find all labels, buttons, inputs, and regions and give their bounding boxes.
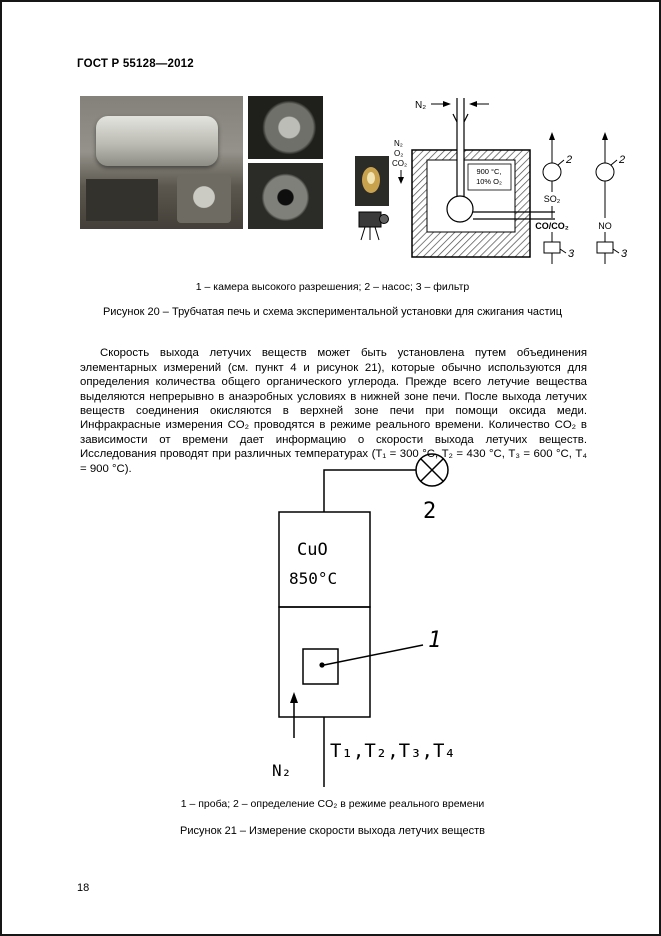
arrow-right-icon: [443, 101, 451, 107]
pump2-label: 2: [618, 154, 625, 166]
sample-holder-box: [302, 648, 339, 685]
outlet-tube: [473, 211, 555, 220]
arrow-left-icon: [469, 101, 477, 107]
furnace-cylinder-shape: [96, 116, 218, 166]
sampling-line-no: [595, 136, 620, 264]
figure20-schematic: N₂ N₂ O₂ CO₂ 900 °C, 10% O₂: [355, 98, 628, 264]
arrow-down-icon: [398, 177, 404, 184]
arrow-up-icon: [549, 132, 555, 140]
photo-detail-top: [248, 96, 323, 159]
detector-number-label: 2: [423, 499, 436, 524]
arrow-up-icon: [290, 692, 298, 703]
furnace-temp-line2: 10% O₂: [476, 177, 502, 186]
cuo-temp-label: 850°C: [289, 569, 337, 588]
pointer-dot: [319, 662, 325, 668]
photo-tube-furnace: [80, 96, 243, 229]
document-header: ГОСТ Р 55128—2012: [77, 58, 194, 70]
gas-label-co2: CO₂: [392, 159, 407, 168]
no-label: NO: [598, 221, 612, 231]
n2-inlet-label: N₂: [415, 100, 426, 111]
camera-icon: [358, 211, 389, 241]
gas-label-n2: N₂: [394, 139, 403, 148]
body-paragraph: Скорость выхода летучих веществ может бы…: [80, 347, 587, 475]
figure21-title: Рисунок 21 – Измерение скорости выхода л…: [180, 825, 485, 837]
figure21-schematic: 2 CuO 850°C 1 N₂ T₁,T₂,T₃,T₄: [272, 453, 456, 787]
so2-label: SO₂: [544, 194, 561, 204]
figure21-lines: [278, 453, 449, 787]
figure20-title: Рисунок 20 – Трубчатая печь и схема эксп…: [102, 306, 563, 318]
n2-label: N₂: [272, 761, 291, 780]
pump1-label: 2: [565, 154, 572, 166]
photo-detail-bottom: [248, 163, 323, 229]
filter1-label: 3: [568, 248, 575, 260]
co-co2-label: CO/CO₂: [535, 221, 569, 231]
inlet-tube: [452, 98, 469, 197]
flame-core: [367, 172, 375, 184]
filter2-label: 3: [621, 248, 628, 260]
page-number: 18: [77, 882, 90, 894]
cuo-label: CuO: [297, 540, 328, 560]
lab-bench-shape: [86, 179, 158, 221]
equipment-shape: [177, 175, 231, 223]
figure21-legend: 1 – проба; 2 – определение CO₂ в режиме …: [180, 798, 485, 810]
retort: [446, 195, 474, 223]
furnace-temp-line1: 900 °C,: [476, 167, 501, 176]
figure20-legend: 1 – камера высокого разрешения; 2 – насо…: [195, 281, 470, 293]
temperatures-label: T₁,T₂,T₃,T₄: [330, 740, 456, 762]
furnace-temp-box: [467, 163, 512, 191]
arrow-up-icon: [602, 132, 608, 140]
gas-label-o2: O₂: [394, 149, 403, 158]
sample-number-label: 1: [428, 628, 441, 653]
